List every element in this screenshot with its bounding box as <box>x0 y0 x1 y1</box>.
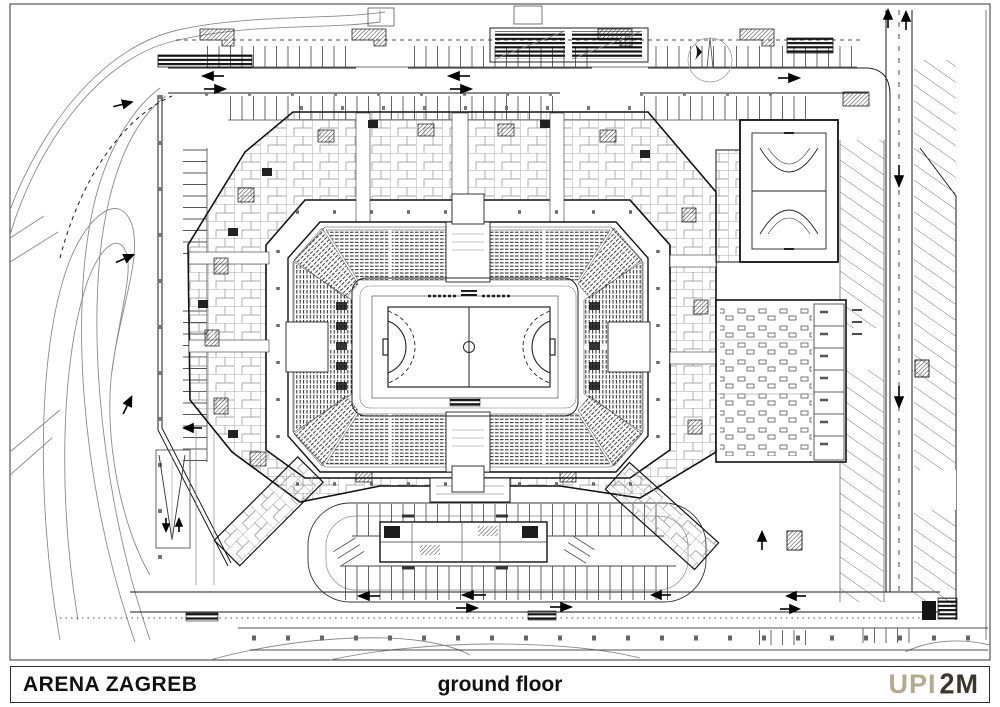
landscape-contours <box>9 10 991 661</box>
arena-building <box>187 106 720 571</box>
south-pavilion <box>379 514 548 570</box>
office-area <box>715 299 862 463</box>
title-bar: ground floor ARENA ZAGREB UPI 2 M <box>10 666 990 703</box>
traffic-arrows <box>113 8 912 615</box>
bus-bay-north <box>157 54 253 68</box>
sheet-title: ground floor <box>437 672 563 696</box>
obelisk-icon <box>706 37 714 69</box>
site-plan-drawing <box>9 3 991 661</box>
garage-ramp <box>155 430 215 585</box>
page-border <box>9 3 991 661</box>
upi2m-logo: UPI 2 M <box>888 668 979 700</box>
east-angled-parking <box>786 60 956 605</box>
seating-bowl <box>276 193 660 493</box>
bus-stop <box>527 610 557 621</box>
logo-upi-text: UPI <box>888 669 937 699</box>
stair-core <box>914 359 930 378</box>
logo-m-text: M <box>955 669 979 699</box>
project-name: ARENA ZAGREB <box>23 672 198 696</box>
handball-court <box>351 277 579 417</box>
stair-core <box>786 530 803 551</box>
crosswalks <box>185 597 958 645</box>
flag-icon <box>695 44 702 60</box>
training-hall <box>715 119 839 263</box>
north-structures <box>367 5 870 107</box>
training-court <box>751 132 827 250</box>
kiosk <box>922 601 936 620</box>
logo-2-text: 2 <box>939 668 956 700</box>
bus-stop <box>185 612 219 622</box>
